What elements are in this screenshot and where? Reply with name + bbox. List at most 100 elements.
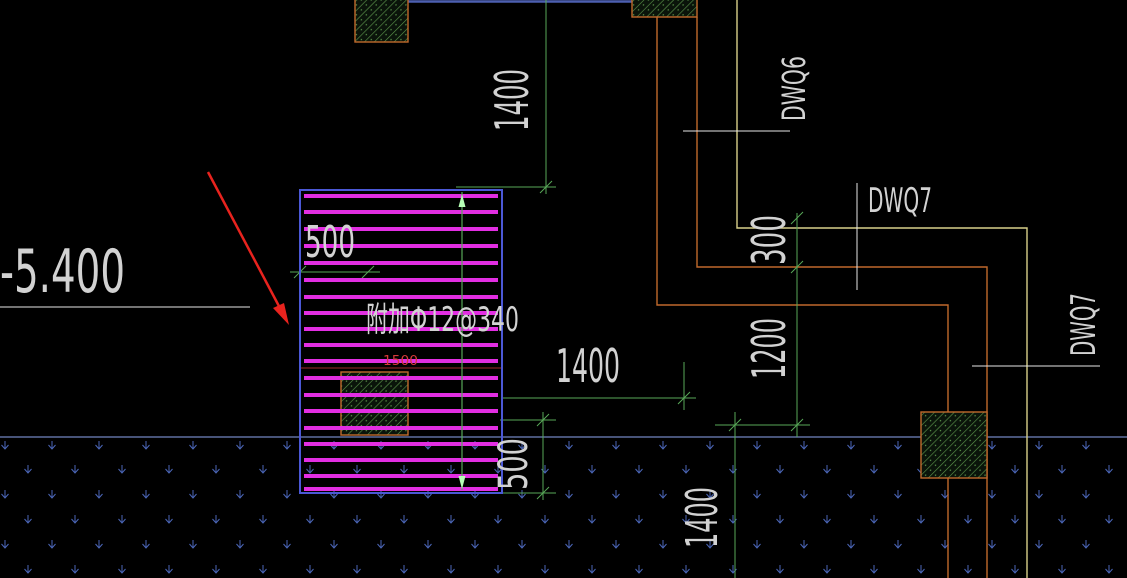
soil-symbol-icon (1035, 441, 1043, 450)
soil-symbol-icon (753, 441, 761, 450)
soil-symbol-icon (1058, 515, 1066, 524)
soil-symbol-icon (1105, 465, 1113, 474)
soil-symbol-icon (682, 565, 690, 574)
soil-symbol-icon (142, 540, 150, 549)
soil-symbol-icon (776, 565, 784, 574)
rebar-bar (304, 442, 498, 446)
wall-tag-dwq7-top: DWQ7 (868, 181, 932, 221)
dim-tick (790, 211, 804, 225)
soil-symbol-icon (236, 490, 244, 499)
soil-symbol-icon (1011, 565, 1019, 574)
soil-symbol-icon (24, 465, 32, 474)
soil-symbol-icon (1035, 540, 1043, 549)
soil-symbol-icon (424, 540, 432, 549)
soil-symbol-icon (894, 490, 902, 499)
rebar-bar (304, 474, 498, 478)
soil-symbol-icon (142, 441, 150, 450)
soil-symbol-icon (776, 465, 784, 474)
soil-symbol-icon (471, 540, 479, 549)
soil-symbol-icon (753, 540, 761, 549)
soil-symbol-icon (400, 565, 408, 574)
soil-symbol-icon (917, 565, 925, 574)
soil-symbol-icon (964, 565, 972, 574)
soil-symbol-icon (189, 540, 197, 549)
soil-symbol-icon (1, 441, 9, 450)
soil-symbol-icon (24, 565, 32, 574)
soil-symbol-icon (212, 565, 220, 574)
soil-symbol-icon (165, 565, 173, 574)
soil-symbol-icon (1058, 565, 1066, 574)
soil-symbol-icon (118, 465, 126, 474)
soil-symbol-icon (71, 465, 79, 474)
soil-symbol-icon (659, 540, 667, 549)
soil-symbol-icon (612, 441, 620, 450)
soil-symbol-icon (635, 465, 643, 474)
rebar-bar (304, 227, 498, 231)
soil-symbol-icon (48, 540, 56, 549)
dim-arrow-down-icon (458, 476, 466, 489)
soil-symbol-icon (917, 515, 925, 524)
soil-symbol-icon (447, 465, 455, 474)
rebar-bar (304, 278, 498, 282)
soil-symbol-icon (541, 515, 549, 524)
soil-symbol-icon (800, 540, 808, 549)
soil-symbol-icon (353, 515, 361, 524)
soil-symbol-icon (1082, 490, 1090, 499)
soil-symbol-icon (447, 565, 455, 574)
soil-symbol-icon (48, 441, 56, 450)
rebar-bar (304, 244, 498, 248)
soil-symbol-icon (847, 490, 855, 499)
soil-symbol-icon (823, 465, 831, 474)
soil-symbol-icon (118, 515, 126, 524)
soil-symbol-icon (635, 515, 643, 524)
soil-symbol-icon (95, 490, 103, 499)
soil-symbol-icon (95, 441, 103, 450)
soil-symbol-icon (518, 490, 526, 499)
soil-symbol-icon (189, 441, 197, 450)
annotation-arrow-shaft (206, 171, 283, 311)
rebar-box-outline[interactable] (299, 189, 503, 494)
rebar-bar (304, 409, 498, 413)
soil-symbol-icon (236, 540, 244, 549)
rebar-bar (304, 343, 498, 347)
soil-symbol-icon (988, 441, 996, 450)
soil-symbol-icon (118, 565, 126, 574)
soil-symbol-icon (847, 441, 855, 450)
soil-symbol-icon (800, 490, 808, 499)
soil-symbol-icon (1, 490, 9, 499)
wall-section-in-box (340, 371, 409, 436)
soil-symbol-icon (353, 465, 361, 474)
soil-symbol-icon (283, 490, 291, 499)
soil-symbol-icon (95, 540, 103, 549)
dim-text-box-inner: 1500 (383, 354, 418, 369)
rebar-bar (304, 261, 498, 265)
rebar-bar (304, 426, 498, 430)
dim-arrow-up-icon (458, 194, 466, 207)
soil-symbol-icon (259, 465, 267, 474)
dim-tick (728, 418, 742, 432)
soil-symbol-icon (189, 490, 197, 499)
soil-symbol-icon (259, 515, 267, 524)
soil-symbol-icon (1035, 490, 1043, 499)
rebar-bar (304, 376, 498, 380)
soil-symbol-icon (1105, 565, 1113, 574)
soil-symbol-icon (518, 540, 526, 549)
dim-text-box-bottom: 500 (491, 438, 537, 490)
soil-symbol-icon (330, 540, 338, 549)
soil-symbol-icon (565, 441, 573, 450)
soil-symbol-icon (259, 565, 267, 574)
soil-symbol-icon (377, 540, 385, 549)
rebar-bar (304, 194, 498, 198)
soil-symbol-icon (1082, 441, 1090, 450)
soil-symbol-icon (988, 540, 996, 549)
soil-symbol-icon (612, 490, 620, 499)
rebar-bars (304, 194, 498, 491)
rebar-bar (304, 210, 498, 214)
soil-symbol-icon (588, 465, 596, 474)
soil-symbol-icon (142, 490, 150, 499)
soil-symbol-icon (706, 540, 714, 549)
soil-symbol-icon (706, 490, 714, 499)
rebar-bar (304, 295, 498, 299)
